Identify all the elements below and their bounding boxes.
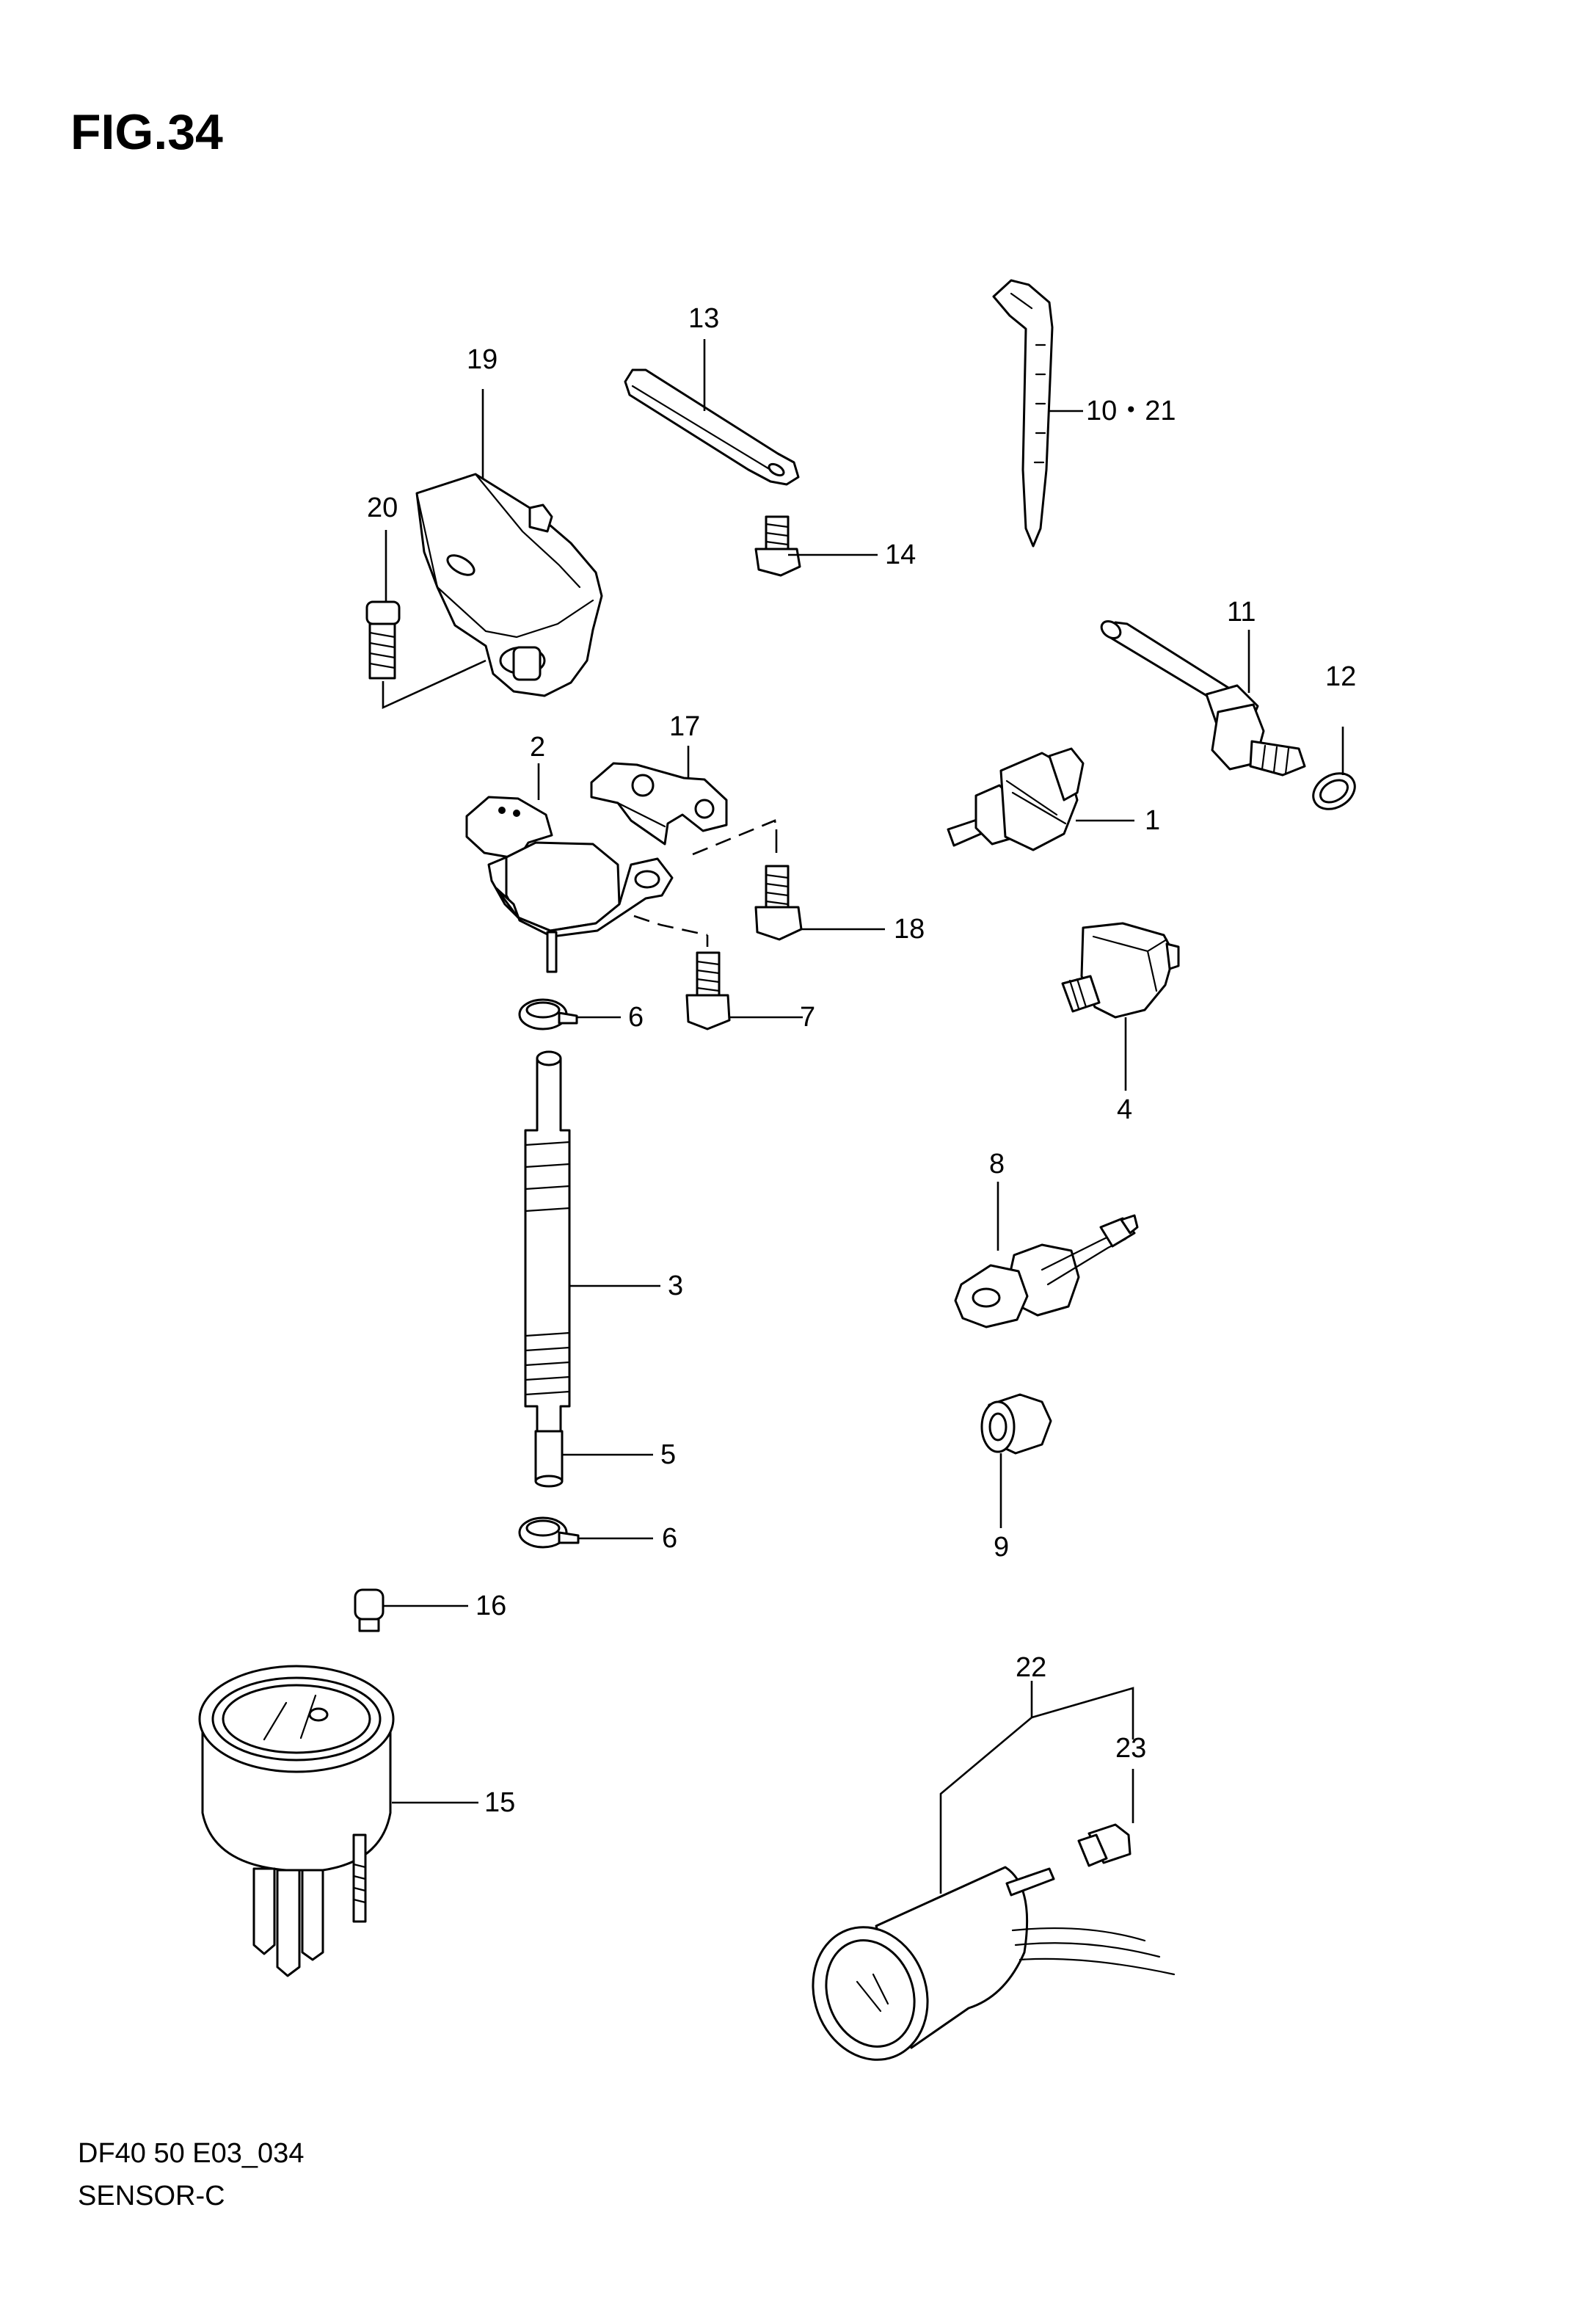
callout-10-21: 10・21	[1086, 396, 1176, 426]
part-19-sensor-cover	[415, 473, 603, 697]
part-9-grommet	[980, 1393, 1052, 1455]
callout-1: 1	[1145, 805, 1160, 836]
part-18-bolt	[754, 865, 803, 941]
part-20-mount-line	[382, 659, 487, 710]
part-17-bracket	[590, 762, 728, 846]
figure-title: FIG.34	[70, 104, 223, 160]
callout-6-lower: 6	[662, 1523, 677, 1554]
callout-18: 18	[894, 914, 925, 945]
part-8-lamp-socket	[954, 1214, 1139, 1328]
part-4-sensor	[1061, 922, 1180, 1019]
part-13-clamp	[624, 368, 800, 486]
callout-7: 7	[800, 1002, 815, 1033]
part-1-pressure-sensor	[947, 747, 1085, 851]
part-7-mount-line	[633, 915, 708, 937]
callout-9: 9	[994, 1532, 1009, 1563]
callout-3: 3	[668, 1270, 683, 1301]
callout-13: 13	[688, 303, 719, 334]
callout-14: 14	[885, 539, 916, 570]
part-16-bulb	[354, 1588, 385, 1632]
callout-22: 22	[1016, 1652, 1046, 1683]
callout-5: 5	[660, 1439, 676, 1470]
callout-23: 23	[1115, 1733, 1146, 1764]
callout-19: 19	[467, 344, 498, 375]
part-23-bulb	[1077, 1823, 1132, 1867]
footer-section-name: SENSOR-C	[78, 2181, 225, 2211]
part-18-mount-line	[692, 819, 778, 856]
part-12-o-ring	[1312, 772, 1356, 810]
leader-lines	[383, 339, 1344, 1894]
callout-17: 17	[669, 711, 700, 742]
callout-16: 16	[475, 1591, 506, 1621]
part-2-map-sensor	[465, 796, 674, 973]
callout-20: 20	[367, 492, 398, 523]
part-3-hose	[524, 1050, 571, 1433]
callout-2: 2	[530, 732, 545, 763]
callout-15: 15	[484, 1787, 515, 1818]
callout-6-upper: 6	[628, 1002, 644, 1033]
callout-12: 12	[1325, 661, 1356, 692]
part-15-gauge	[198, 1665, 395, 1977]
callout-labels: 1 2 3 4 5 6 6 7 8 9 10・21 11 12 13 14 15…	[367, 303, 1356, 1818]
part-20-bolt	[365, 600, 401, 680]
part-5-tube	[534, 1430, 564, 1488]
callout-4: 4	[1117, 1094, 1132, 1125]
part-7-bolt	[685, 951, 731, 1030]
part-14-bolt	[754, 515, 801, 577]
part-6-hose-clip-lower	[518, 1516, 580, 1549]
footer-model-code: DF40 50 E03_034	[78, 2138, 304, 2169]
part-6-hose-clip-upper	[518, 998, 578, 1030]
callout-8: 8	[989, 1149, 1005, 1179]
part-10-21-cable-tie	[992, 279, 1054, 548]
callout-11: 11	[1227, 597, 1256, 628]
part-22-gauge-assembly	[812, 1866, 1176, 2061]
part-11-sensor	[1100, 620, 1306, 777]
